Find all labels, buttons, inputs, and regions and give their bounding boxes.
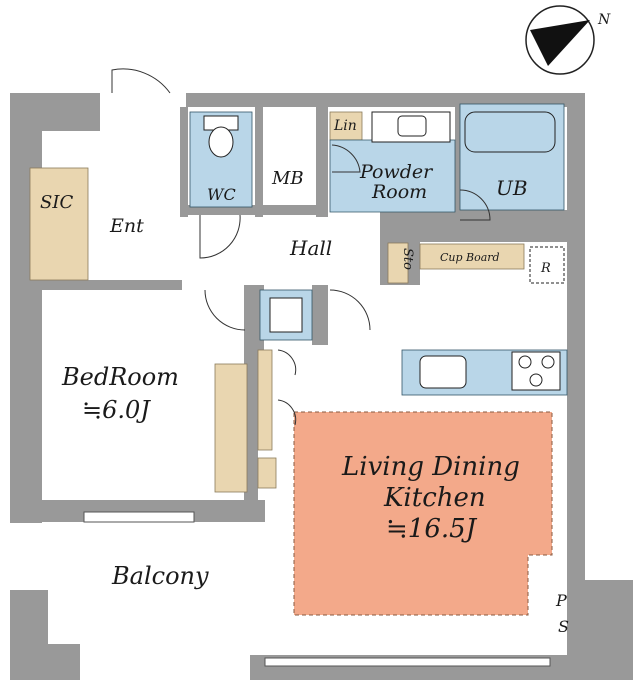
ldk-door-swing-upper [277,349,297,376]
burner-1 [518,355,532,369]
hall-label: Hall [289,236,332,260]
room-labels: SIC Ent WC MB Lin Powder Room UB Hall St… [40,118,569,636]
storage-label: Sto [400,248,415,270]
doors [111,68,491,426]
bedroom-closet [214,363,248,493]
mb-label: MB [271,168,304,189]
bedroom-name-label: BedRoom [61,363,179,391]
cupboard-label: Cup Board [440,251,500,264]
interior-walls [42,100,570,512]
powder-door-swing [331,144,361,173]
ldk-window [264,657,551,667]
ldk-name-label-1: Living Dining [341,452,520,482]
unit-bath-label: UB [496,176,528,200]
bathtub [464,111,556,153]
bedroom-window [83,511,195,523]
bedroom-door-swing [204,289,246,331]
wc-door-swing [199,214,241,259]
storage-closet [387,242,409,284]
entry-door-swing [111,68,171,94]
ldk-area [293,411,553,616]
ldk-name-label-2: Kitchen [383,483,486,513]
hall-closet-lower [257,457,277,489]
burner-3 [529,373,543,387]
burner-2 [541,355,555,369]
sic-closet [29,167,89,281]
sic-label: SIC [40,192,73,213]
ps-label-1: P [555,591,567,610]
ldk-size-label: ≒16.5J [386,514,478,544]
ps-label-2: S [558,617,569,636]
compass-pointer-icon [530,20,590,66]
refrigerator-label: R [540,261,551,276]
powder-room-label-1: Powder [359,161,434,183]
kitchen-sink [419,355,467,389]
storage-areas [29,111,525,493]
toilet-bowl [208,126,234,158]
exterior-walls [10,93,633,680]
balcony-label: Balcony [111,562,209,590]
bedroom-size-label: ≒6.0J [82,396,151,424]
compass: N [525,5,611,75]
wc-label: WC [207,185,236,204]
refrigerator-space [529,246,565,284]
linen-closet [329,111,363,141]
hall-closet-upper [257,349,273,451]
bath-door-swing [459,189,491,221]
cupboard [419,243,525,270]
hall-door-swing [329,289,371,331]
ps-box-inner [269,297,303,333]
powder-room-label-2: Room [371,181,427,203]
windows [83,511,551,667]
linen-label: Lin [333,118,357,134]
compass-north-label: N [597,12,611,28]
fixtures [203,111,565,391]
entrance-label: Ent [109,215,144,237]
ldk-door-swing-lower [277,399,297,426]
basin-bowl [397,115,427,137]
